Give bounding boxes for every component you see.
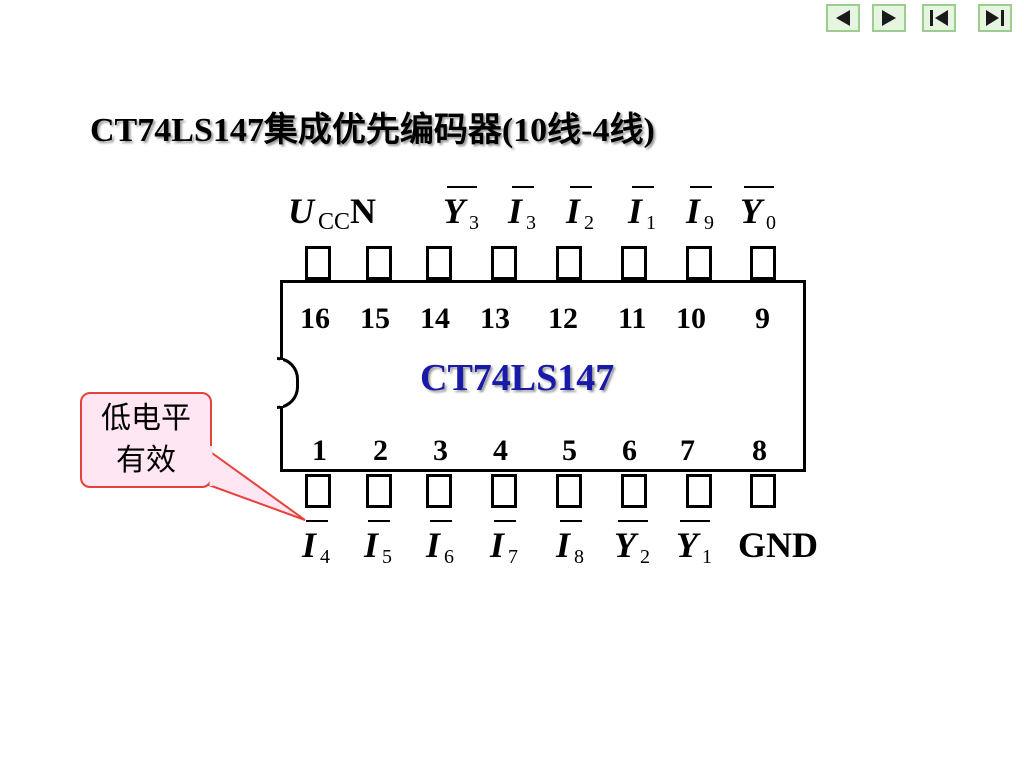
first-slide-button[interactable] <box>922 4 956 32</box>
pin-13 <box>491 246 517 280</box>
chip-name: CT74LS147 <box>420 357 615 399</box>
pin-number-7: 7 <box>680 434 695 467</box>
pin-12 <box>556 246 582 280</box>
pin-10 <box>686 246 712 280</box>
pin-number-6: 6 <box>622 434 637 467</box>
pin-7 <box>686 474 712 508</box>
pin-number-12: 12 <box>548 302 578 335</box>
bar-triangle-left-icon <box>930 10 948 26</box>
pin-16 <box>305 246 331 280</box>
pin-number-3: 3 <box>433 434 448 467</box>
pin-15 <box>366 246 392 280</box>
pin-6 <box>621 474 647 508</box>
callout-low-level-active: 低电平 有效 <box>80 392 212 488</box>
pin-5 <box>556 474 582 508</box>
pin-number-8: 8 <box>752 434 767 467</box>
pin-number-5: 5 <box>562 434 577 467</box>
pin-number-16: 16 <box>300 302 330 335</box>
pin-number-9: 9 <box>755 302 770 335</box>
pin-number-13: 13 <box>480 302 510 335</box>
next-slide-button[interactable] <box>872 4 906 32</box>
pin-number-11: 11 <box>618 302 647 335</box>
chip-body <box>280 280 806 472</box>
pin-1 <box>305 474 331 508</box>
pin-14 <box>426 246 452 280</box>
pin-4 <box>491 474 517 508</box>
prev-slide-button[interactable] <box>826 4 860 32</box>
pin-number-15: 15 <box>360 302 390 335</box>
pin-number-14: 14 <box>420 302 450 335</box>
pin-number-2: 2 <box>373 434 388 467</box>
pin-3 <box>426 474 452 508</box>
pin-number-10: 10 <box>676 302 706 335</box>
callout-line-2: 有效 <box>116 443 176 478</box>
triangle-left-icon <box>836 10 850 26</box>
triangle-right-icon <box>882 10 896 26</box>
pin-11 <box>621 246 647 280</box>
slide-title: CT74LS147集成优先编码器(10线-4线) <box>90 112 655 149</box>
pin-8 <box>750 474 776 508</box>
pin-label-gnd: GND <box>738 525 818 565</box>
pin-2 <box>366 474 392 508</box>
pin-number-1: 1 <box>312 434 327 467</box>
callout-line-1: 低电平 <box>101 401 191 436</box>
pin-number-4: 4 <box>493 434 508 467</box>
pin-9 <box>750 246 776 280</box>
triangle-bar-right-icon <box>986 10 1004 26</box>
last-slide-button[interactable] <box>978 4 1012 32</box>
